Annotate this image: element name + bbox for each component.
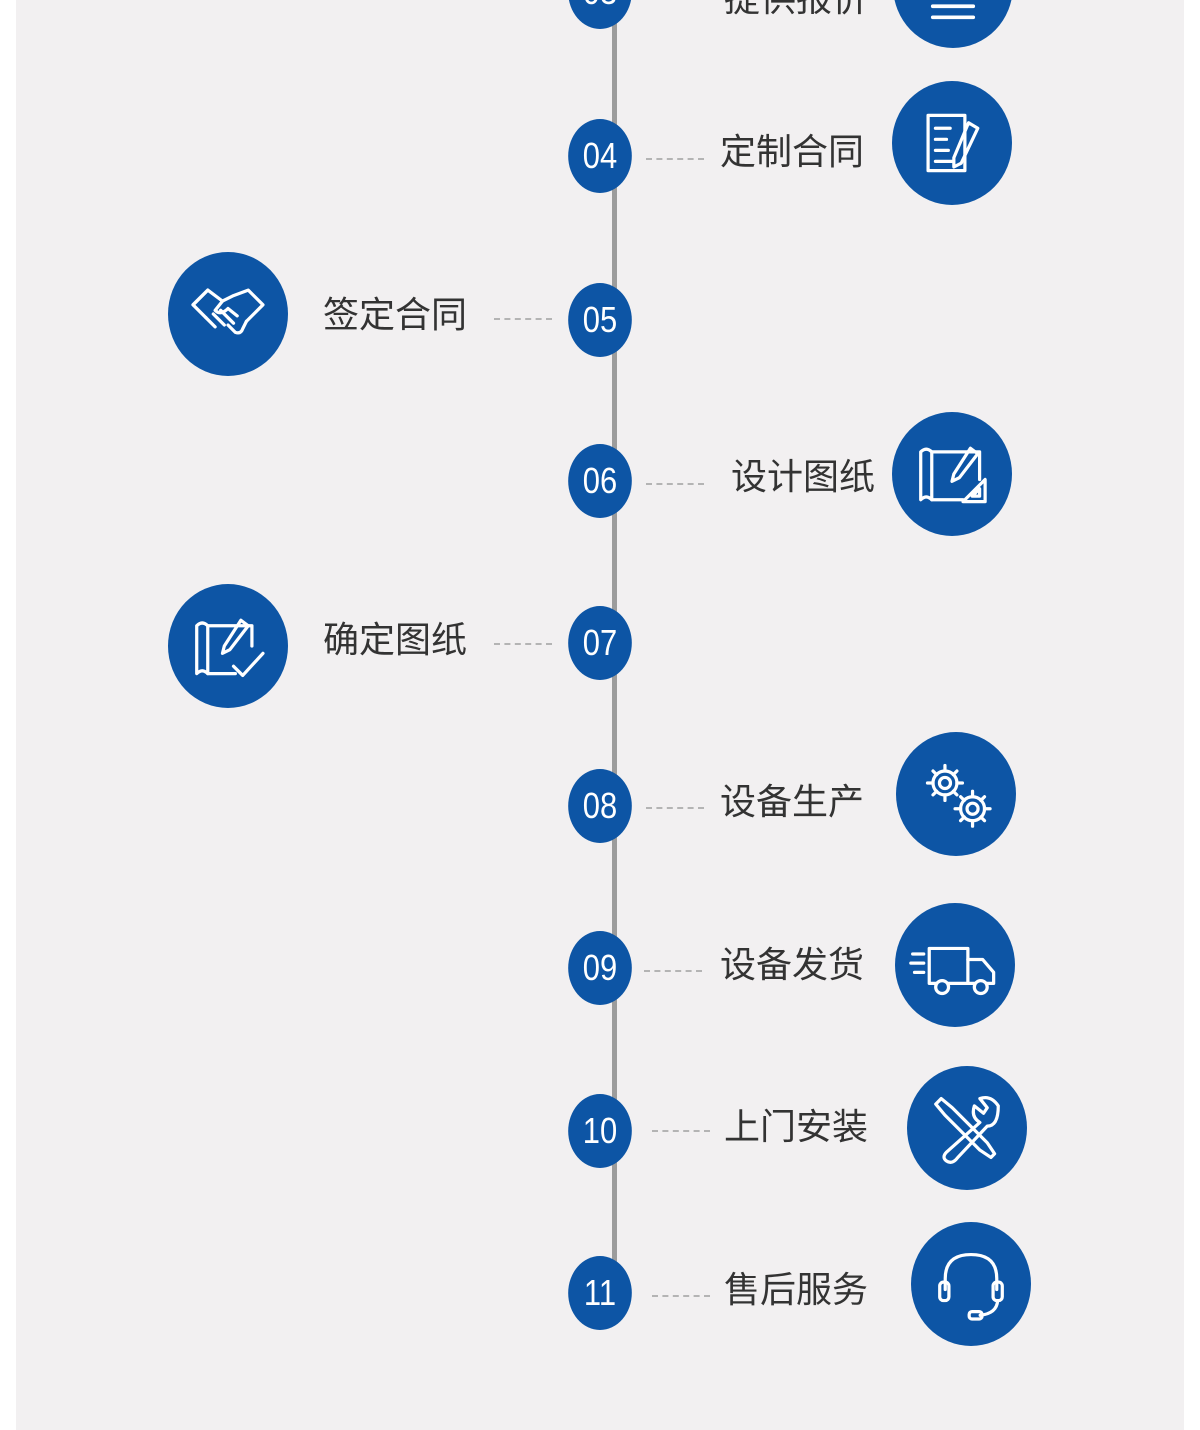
step-node-08: 08 [568, 769, 632, 843]
step-node-04: 04 [568, 119, 632, 193]
step-node-11: 11 [568, 1256, 632, 1330]
step-label-03: 提供报价 [724, 0, 868, 20]
process-panel [16, 0, 1184, 1430]
connector-05 [494, 318, 552, 320]
delivery-truck-icon [895, 903, 1015, 1027]
step-label-07: 确定图纸 [323, 620, 468, 661]
step-node-07: 07 [568, 606, 632, 680]
blueprint-ruler-icon [892, 412, 1012, 536]
contract-pen-icon [892, 81, 1012, 205]
headset-icon [911, 1222, 1031, 1346]
step-node-10: 10 [568, 1094, 632, 1168]
step-label-06: 设计图纸 [731, 457, 876, 498]
step-node-09: 09 [568, 931, 632, 1005]
connector-09 [644, 970, 702, 972]
step-label-09: 设备发货 [720, 945, 865, 986]
gears-icon [896, 732, 1016, 856]
blueprint-check-icon [168, 584, 288, 708]
step-label-08: 设备生产 [720, 782, 865, 823]
connector-08 [646, 807, 704, 809]
connector-11 [652, 1295, 710, 1297]
step-node-06: 06 [568, 444, 632, 518]
step-label-04: 定制合同 [720, 132, 865, 173]
tools-icon [907, 1066, 1027, 1190]
connector-10 [652, 1130, 710, 1132]
handshake-icon [168, 252, 288, 376]
connector-04 [646, 158, 704, 160]
connector-07 [494, 643, 552, 645]
step-node-05: 05 [568, 283, 632, 357]
connector-06 [646, 483, 704, 485]
step-label-10: 上门安装 [724, 1107, 869, 1148]
step-label-05: 签定合同 [323, 295, 468, 336]
step-label-11: 售后服务 [724, 1270, 869, 1311]
